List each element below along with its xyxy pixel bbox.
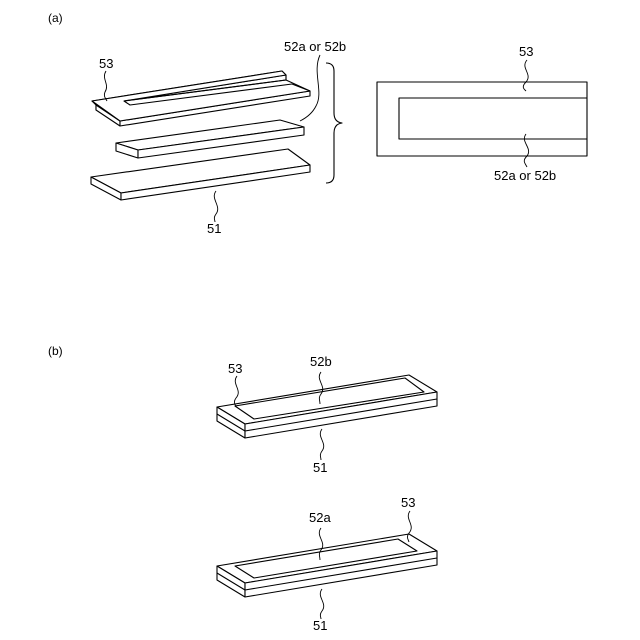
- label-52a-or-52b: 52a or 52b: [284, 39, 346, 54]
- b2-label-53: 53: [401, 495, 415, 510]
- b2-label-52a: 52a: [309, 510, 331, 525]
- b-label-51: 51: [313, 460, 327, 475]
- top-label-52a-or-52b: 52a or 52b: [494, 168, 556, 183]
- b-label-53: 53: [228, 361, 242, 376]
- frame-layer-53: [92, 71, 310, 126]
- leader-51: [214, 191, 217, 222]
- leader-53: [104, 71, 107, 101]
- assembly-52b: 52b 53 51: [217, 354, 437, 475]
- assembly-52a: 52a 53 51: [217, 495, 437, 633]
- top-label-53: 53: [519, 44, 533, 59]
- leader-b2-51: [320, 589, 323, 619]
- label-51: 51: [207, 221, 221, 236]
- b-label-52b: 52b: [310, 354, 332, 369]
- base-layer-51: [91, 149, 310, 200]
- leader-b-53: [234, 376, 238, 407]
- label-53: 53: [99, 56, 113, 71]
- curly-brace: [326, 63, 342, 183]
- top-view: 53 52a or 52b: [377, 44, 587, 183]
- leader-b-51: [320, 429, 323, 460]
- frame-outline-53: [377, 82, 587, 156]
- exploded-view: 53 52a or 52b 51: [91, 39, 346, 236]
- panel-a-label: (a): [48, 11, 63, 25]
- b2-label-51: 51: [313, 618, 327, 633]
- panel-b-label: (b): [48, 344, 63, 358]
